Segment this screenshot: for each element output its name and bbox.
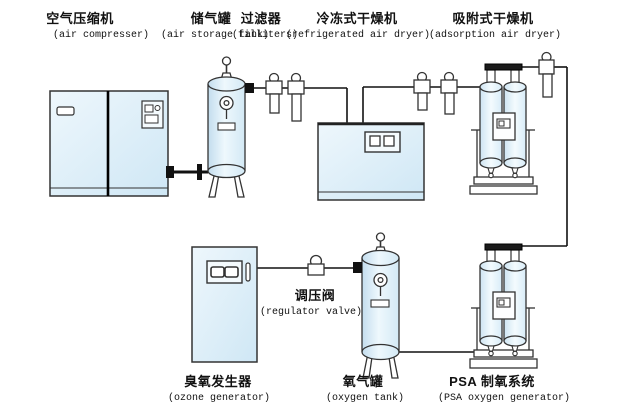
oxygen-tank-label-zh: 氧气罐 (342, 374, 384, 389)
pipe-flanges (166, 83, 362, 273)
filter-2 (287, 72, 305, 122)
filters-label-en: (filliters) (231, 30, 299, 41)
tank-top-valve-icon (221, 56, 232, 66)
oxygen-tank-top-valve-icon (375, 232, 386, 242)
psa-system-label-en: (PSA oxygen generator) (437, 393, 571, 404)
refrigerated-dryer-label-zh: 冷冻式干燥机 (316, 11, 398, 26)
oxygen-tank-label-en: (oxygen tank) (325, 393, 405, 404)
adsorption-drain-valves (487, 167, 519, 179)
compressor-vent (56, 106, 75, 116)
ozone-control-panel (206, 260, 251, 284)
refrigerated-air-dryer-unit (317, 122, 425, 201)
psa-drain-valves (487, 345, 519, 357)
ozone-generator-label-en: (ozone generator) (167, 393, 271, 404)
regulator-valve-label-en: (regulator valve) (259, 307, 363, 318)
refrigerated-dryer-label-en: (refrigerated air dryer) (285, 30, 431, 41)
psa-tower-left (479, 260, 503, 347)
ozone-generator-label-zh: 臭氧发生器 (184, 374, 252, 389)
air-compressor-label-zh: 空气压缩机 (46, 11, 114, 26)
air-storage-tank-unit (207, 56, 246, 198)
air-compressor-unit (49, 90, 169, 197)
adsorption-top-manifold (484, 63, 523, 71)
adsorption-air-dryer-unit (469, 63, 538, 195)
oxygen-tank-unit (361, 232, 400, 379)
filter-4 (440, 71, 458, 115)
adsorption-dryer-label-en: (adsorption air dryer) (428, 30, 562, 41)
compressor-control-panel (141, 100, 164, 129)
filter-1 (265, 72, 283, 114)
air-storage-tank-label-en: (air storage tank) (160, 30, 270, 41)
regulator-valve-unit (307, 254, 325, 276)
adsorption-control-box (492, 112, 516, 141)
psa-oxygen-generator-unit (469, 243, 538, 369)
ozone-generator-unit (191, 246, 258, 363)
filter-5 (538, 51, 555, 98)
dryer-control-panel (364, 131, 401, 153)
air-compressor-label-en: (air compresser) (52, 30, 150, 41)
regulator-valve-label-zh: 调压阀 (294, 288, 336, 303)
air-storage-tank-label-zh: 储气罐 (190, 11, 232, 26)
adsorption-dryer-label-zh: 吸附式干燥机 (452, 11, 534, 26)
filters-label-zh: 过滤器 (240, 11, 282, 26)
psa-system-label-zh: PSA 制氧系统 (449, 374, 535, 389)
filter-3 (413, 71, 431, 111)
psa-control-box (492, 291, 516, 320)
inline-filters (265, 51, 555, 122)
psa-top-manifold (484, 243, 523, 251)
